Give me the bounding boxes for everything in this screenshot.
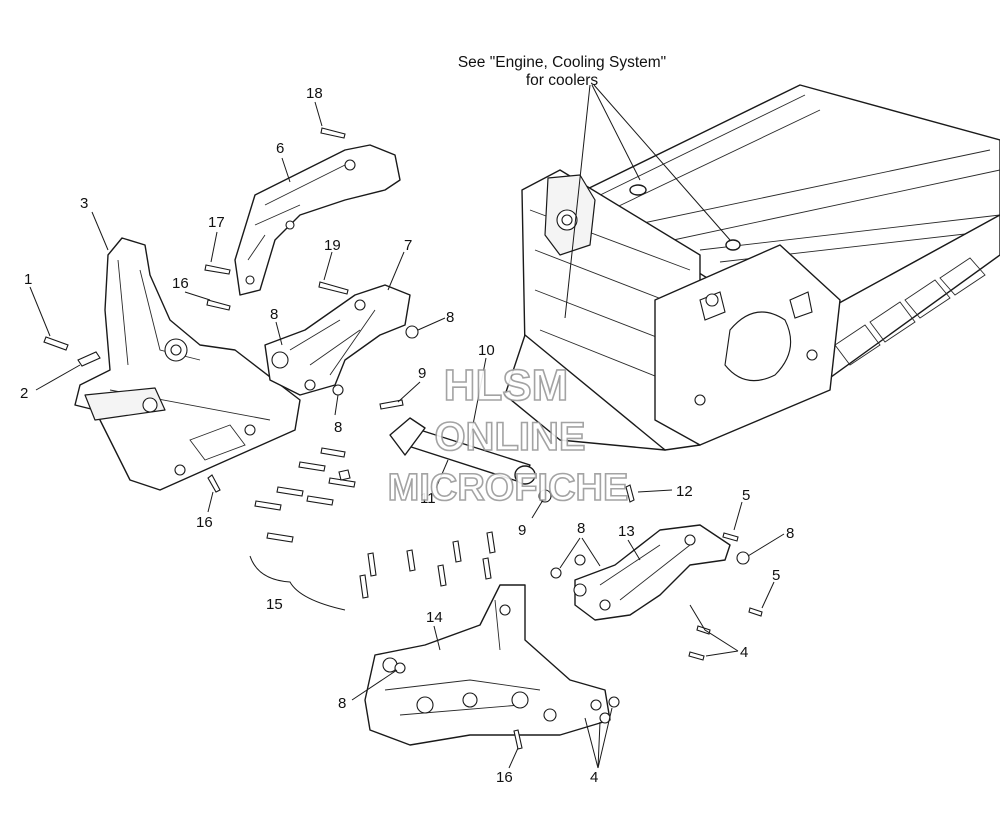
callout-8c: 8: [334, 419, 342, 436]
callout-5a: 5: [742, 487, 750, 504]
callout-18: 18: [306, 85, 323, 102]
fasteners: [43, 127, 763, 750]
part-14-lower-crossmember: [364, 584, 611, 746]
chassis-tunnel: [504, 84, 1000, 451]
watermark-line-3: MICROFICHE: [388, 467, 629, 509]
callout-14: 14: [426, 609, 443, 626]
part-6-upper-bracket: [234, 144, 401, 296]
leader-lines: [29, 84, 785, 769]
callout-8f: 8: [338, 695, 346, 712]
callout-19: 19: [324, 237, 341, 254]
watermark-line-1: HLSM: [444, 361, 569, 410]
callout-17: 17: [208, 214, 225, 231]
callout-2: 2: [20, 385, 28, 402]
callout-15: 15: [266, 596, 283, 613]
callout-12: 12: [676, 483, 693, 500]
callout-9b: 9: [518, 522, 526, 539]
callout-8d: 8: [577, 520, 585, 537]
callout-13: 13: [618, 523, 635, 540]
note-line-1: See "Engine, Cooling System": [458, 54, 666, 71]
callout-6: 6: [276, 140, 284, 157]
callout-16c: 16: [496, 769, 513, 786]
callout-labels: 1 2 3 4 4 5 5 6 7 8 8 8 8 8 8 9 9 10 11 …: [20, 85, 794, 786]
part-13-rear-mount: [573, 524, 731, 621]
callout-4a: 4: [740, 644, 748, 661]
callout-7: 7: [404, 237, 412, 254]
bolt-group-15: [254, 447, 496, 599]
cooler-note: See "Engine, Cooling System" for coolers: [458, 54, 666, 89]
callout-16b: 16: [196, 514, 213, 531]
part-7-engine-mount: [264, 284, 411, 396]
callout-16a: 16: [172, 275, 189, 292]
callout-8e: 8: [786, 525, 794, 542]
part-3-left-steering-bracket: [74, 237, 301, 491]
callout-8a: 8: [270, 306, 278, 323]
callout-10: 10: [478, 342, 495, 359]
callout-1: 1: [24, 271, 32, 288]
part-10-11-cross-tube: [389, 417, 536, 485]
callout-5b: 5: [772, 567, 780, 584]
watermark-line-2: ONLINE: [434, 415, 585, 459]
rail-cutouts: [834, 257, 986, 366]
callout-8b: 8: [446, 309, 454, 326]
callout-3: 3: [80, 195, 88, 212]
callout-11: 11: [420, 490, 436, 507]
note-line-2: for coolers: [526, 72, 599, 89]
callout-4b: 4: [590, 769, 598, 786]
callout-9a: 9: [418, 365, 426, 382]
watermark: HLSM ONLINE MICROFICHE: [387, 360, 629, 510]
